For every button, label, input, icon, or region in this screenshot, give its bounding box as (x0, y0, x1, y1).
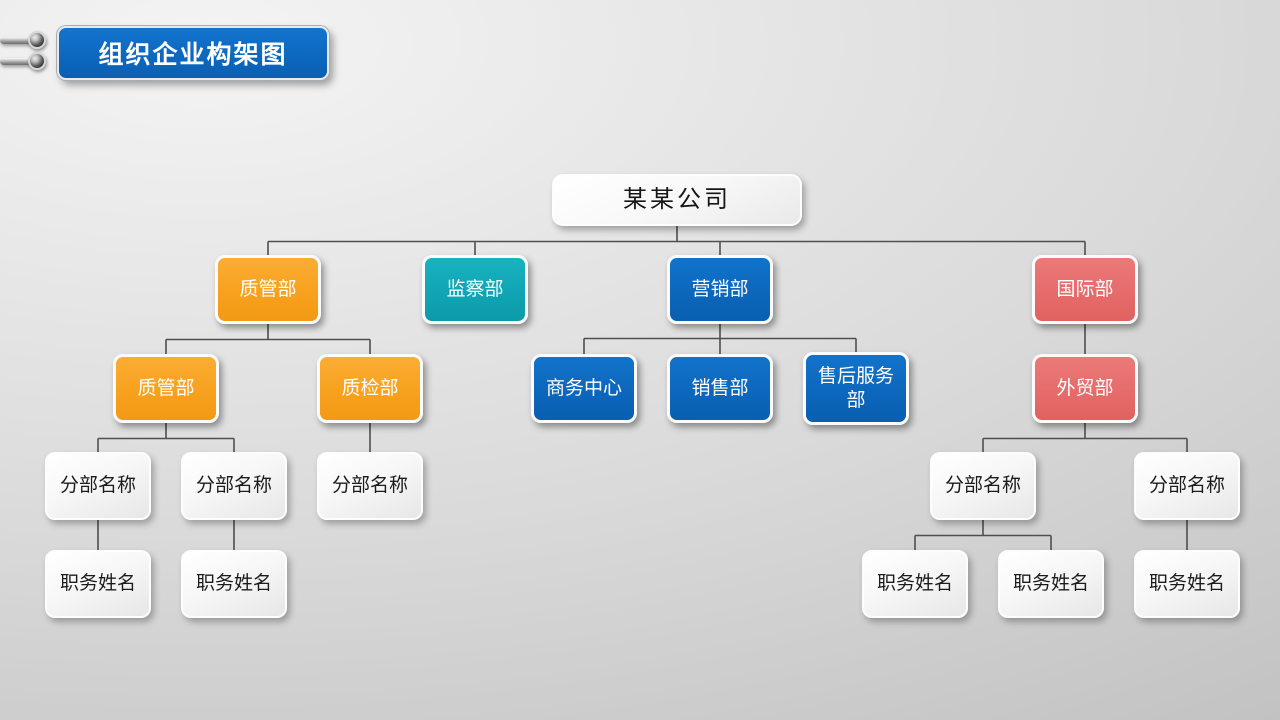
org-node-d3[interactable]: 营销部 (667, 255, 773, 324)
org-node-p2[interactable]: 职务姓名 (181, 550, 287, 618)
org-node-s1[interactable]: 质管部 (113, 354, 219, 423)
org-node-b1[interactable]: 分部名称 (45, 452, 151, 520)
org-node-label: 职务姓名 (876, 573, 953, 595)
org-node-company[interactable]: 某某公司 (552, 174, 802, 226)
org-node-label: 职务姓名 (1012, 573, 1089, 595)
org-node-label: 质管部 (137, 377, 195, 399)
org-node-label: 职务姓名 (195, 573, 272, 595)
org-node-d2[interactable]: 监察部 (422, 255, 528, 324)
org-node-s6[interactable]: 外贸部 (1032, 354, 1138, 423)
org-node-label: 质管部 (239, 278, 297, 300)
org-node-d1[interactable]: 质管部 (215, 255, 321, 324)
binder-pin-icon (28, 31, 46, 49)
org-node-b4[interactable]: 分部名称 (930, 452, 1036, 520)
org-node-label: 职务姓名 (1148, 573, 1225, 595)
org-node-label: 营销部 (691, 278, 749, 300)
org-node-label: 销售部 (691, 377, 749, 399)
org-node-b2[interactable]: 分部名称 (181, 452, 287, 520)
org-node-s5[interactable]: 售后服务部 (803, 352, 909, 425)
org-node-b3[interactable]: 分部名称 (317, 452, 423, 520)
slide-title-banner[interactable]: 组织企业构架图 (57, 26, 329, 80)
org-node-p3[interactable]: 职务姓名 (862, 550, 968, 618)
binder-pin-rod (0, 58, 42, 65)
binder-pin-rod (0, 37, 42, 44)
org-node-label: 监察部 (446, 278, 504, 300)
org-node-p1[interactable]: 职务姓名 (45, 550, 151, 618)
org-node-label: 质检部 (341, 377, 399, 399)
org-node-p4[interactable]: 职务姓名 (998, 550, 1104, 618)
org-node-label: 职务姓名 (59, 573, 136, 595)
binder-pin-icon (28, 52, 46, 70)
org-node-label: 分部名称 (59, 475, 136, 497)
org-node-label: 商务中心 (545, 377, 622, 399)
org-node-d4[interactable]: 国际部 (1032, 255, 1138, 324)
org-node-label: 分部名称 (195, 475, 272, 497)
org-node-label: 某某公司 (623, 186, 731, 214)
org-node-label: 分部名称 (331, 475, 408, 497)
org-node-b5[interactable]: 分部名称 (1134, 452, 1240, 520)
org-node-p5[interactable]: 职务姓名 (1134, 550, 1240, 618)
org-node-s4[interactable]: 销售部 (667, 354, 773, 423)
org-node-label: 分部名称 (944, 475, 1021, 497)
slide-title: 组织企业构架图 (98, 41, 288, 69)
org-node-label: 售后服务部 (817, 366, 894, 411)
org-node-label: 国际部 (1056, 278, 1114, 300)
org-node-label: 分部名称 (1148, 475, 1225, 497)
org-node-s2[interactable]: 质检部 (317, 354, 423, 423)
org-node-s3[interactable]: 商务中心 (531, 354, 637, 423)
org-node-label: 外贸部 (1056, 377, 1114, 399)
